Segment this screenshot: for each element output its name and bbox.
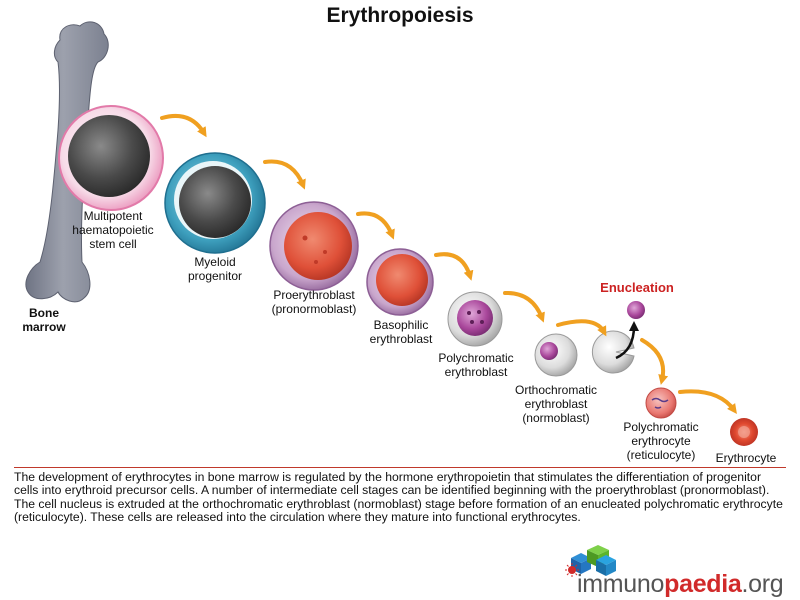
caption-divider (14, 467, 786, 468)
cell-myeloid-progenitor (164, 152, 266, 254)
stage-label-polychromatic-erythroblast: Polychromatic erythroblast (438, 351, 514, 379)
cell-polychromatic-erythroblast (447, 291, 503, 347)
stage-label-proerythroblast: Proerythroblast (pronormoblast) (271, 288, 357, 316)
logo-cube-icon (565, 545, 616, 577)
arrow-3 (356, 211, 395, 240)
stage-label-orthochromatic-erythroblast: Orthochromatic erythroblast (normoblast) (514, 383, 598, 425)
cell-reticulocyte (645, 387, 677, 419)
cell-orthochromatic-erythroblast (534, 333, 578, 377)
arrow-7 (640, 338, 669, 385)
cell-stem (58, 105, 164, 211)
enucleation-arrow (615, 321, 639, 360)
arrow-8 (678, 389, 737, 415)
logo-part-2: paedia (664, 570, 742, 598)
logo-text: immunopaedia.org (577, 570, 784, 598)
stage-label-reticulocyte: Polychromatic erythrocyte (reticulocyte) (623, 420, 699, 462)
logo-part-3: .org (741, 570, 784, 598)
bone-marrow-label: Bone marrow (22, 306, 66, 334)
arrow-2 (263, 159, 306, 190)
stage-label-erythrocyte: Erythrocyte (715, 451, 777, 465)
cell-erythrocyte (730, 418, 758, 446)
arrow-6 (556, 319, 607, 337)
extruded-nucleus (627, 301, 645, 319)
logo-part-1: immuno (577, 570, 665, 598)
stage-label-basophilic-erythroblast: Basophilic erythroblast (369, 318, 433, 346)
arrow-5 (503, 290, 545, 323)
arrow-4 (434, 252, 474, 281)
cell-enucleating (591, 330, 635, 374)
enucleation-label: Enucleation (600, 280, 674, 295)
stage-label-myeloid-progenitor: Myeloid progenitor (187, 255, 243, 283)
caption-text: The development of erythrocytes in bone … (14, 470, 783, 525)
arrow-1 (160, 113, 207, 138)
cell-basophilic-erythroblast (366, 248, 434, 316)
progression-arrows (160, 113, 737, 415)
stage-label-stem-cell: Multipotent haematopoietic stem cell (72, 209, 154, 251)
page-title: Erythropoiesis (326, 4, 474, 27)
cell-proerythroblast (269, 201, 359, 291)
